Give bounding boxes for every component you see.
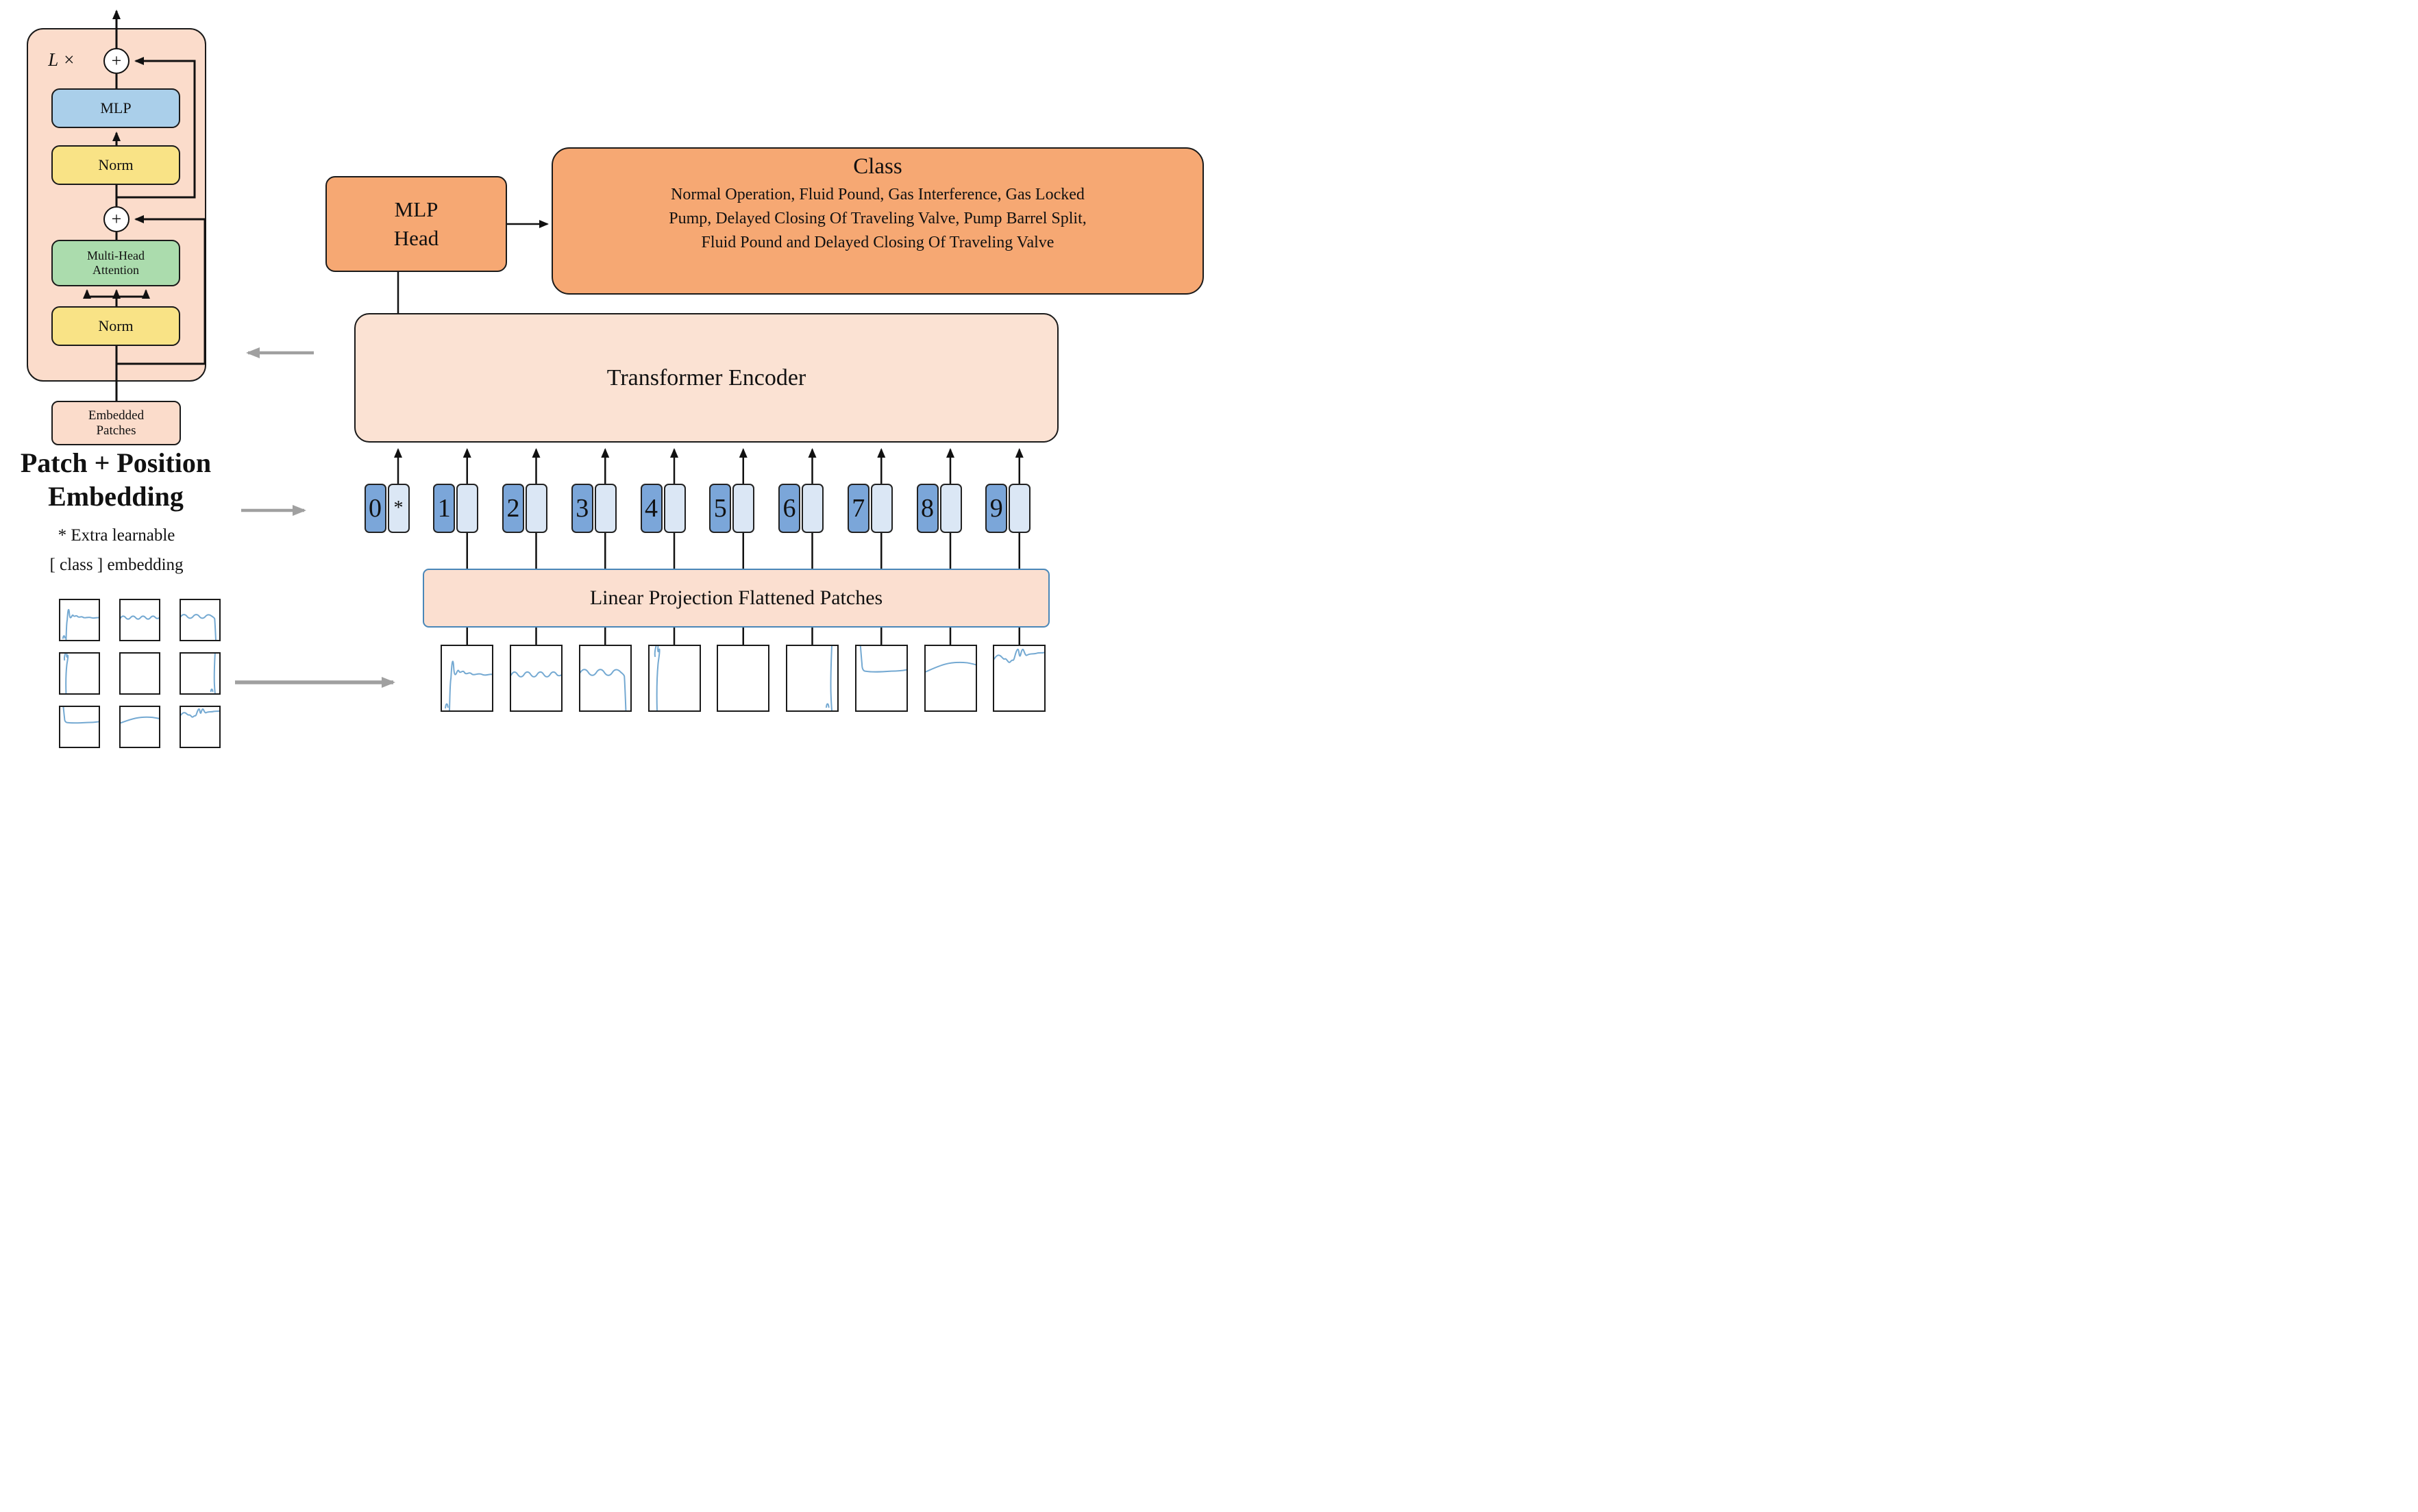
transformer-encoder-box: Transformer Encoder — [354, 313, 1059, 443]
patch-embedding-cell — [802, 484, 824, 533]
patch-image-line-right — [180, 652, 221, 695]
position-embedding-cell: 2 — [502, 484, 524, 533]
patch-image-rise-flat — [924, 645, 977, 712]
token-pair-5: 5 — [709, 484, 755, 533]
patch-position-heading: Patch + Position Embedding — [0, 447, 232, 514]
embedded-patches-line1: Embedded — [88, 408, 145, 423]
patch-image-drop-then-flat — [854, 645, 908, 712]
patch-embedding-cell: * — [387, 484, 410, 533]
token-pair-6: 6 — [778, 484, 824, 533]
token-pair-7: 7 — [847, 484, 893, 533]
patch-embedding-cell — [1009, 484, 1031, 533]
class-body: Normal Operation, Fluid Pound, Gas Inter… — [669, 183, 1087, 256]
norm-block-lower: Norm — [51, 306, 180, 346]
patch-image-drop-left — [59, 652, 100, 695]
position-embedding-cell: 8 — [916, 484, 939, 533]
patch-image-line-right — [786, 645, 839, 712]
class-body-line: Pump, Delayed Closing Of Traveling Valve… — [669, 210, 1087, 228]
heading-line1: Patch + Position — [20, 447, 212, 478]
token-pair-8: 8 — [916, 484, 962, 533]
token-pair-1: 1 — [433, 484, 479, 533]
patch-embedding-cell — [663, 484, 686, 533]
note-line1: * Extra learnable — [58, 526, 175, 545]
patch-embedding-cell — [594, 484, 617, 533]
patch-image-spike-wavy — [441, 645, 494, 712]
patch-image-drop-then-flat — [59, 706, 100, 748]
patch-image-drop-left — [647, 645, 701, 712]
token-pair-0: 0* — [364, 484, 410, 533]
position-embedding-cell: 6 — [778, 484, 800, 533]
position-embedding-cell: 3 — [571, 484, 593, 533]
position-embedding-cell: 5 — [709, 484, 732, 533]
class-body-line: Fluid Pound and Delayed Closing Of Trave… — [701, 234, 1054, 252]
mlp-block: MLP — [51, 88, 180, 128]
patch-image-wiggly-top — [180, 706, 221, 748]
token-pair-2: 2 — [502, 484, 547, 533]
position-embedding-cell: 0 — [364, 484, 386, 533]
position-embedding-cell: 4 — [640, 484, 663, 533]
multi-head-attention-block: Multi-Head Attention — [51, 240, 180, 286]
mlp-head-box: MLP Head — [325, 176, 507, 272]
patch-image-wavy-drop-right — [578, 645, 632, 712]
position-embedding-cell: 9 — [985, 484, 1008, 533]
patch-image-wavy — [119, 599, 160, 641]
position-embedding-cell: 1 — [433, 484, 456, 533]
residual-add-top: + — [103, 48, 129, 74]
token-pair-4: 4 — [640, 484, 686, 533]
token-pair-3: 3 — [571, 484, 617, 533]
class-title: Class — [853, 154, 902, 179]
linear-projection-box: Linear Projection Flattened Patches — [423, 569, 1050, 628]
note-line2: [ class ] embedding — [49, 556, 184, 574]
patch-embedding-cell — [456, 484, 479, 533]
mlp-head-line1: MLP — [394, 197, 439, 222]
patch-image-wiggly-top — [993, 645, 1046, 712]
loop-count-label: L × — [48, 49, 75, 70]
token-pair-9: 9 — [985, 484, 1031, 533]
patch-image-spike-wavy — [59, 599, 100, 641]
norm-block-upper: Norm — [51, 145, 180, 185]
patch-embedding-cell — [870, 484, 893, 533]
patch-image-wavy — [510, 645, 563, 712]
position-embedding-cell: 7 — [847, 484, 869, 533]
patch-embedding-cell — [526, 484, 547, 533]
patch-image-wavy-drop-right — [180, 599, 221, 641]
residual-add-bottom: + — [103, 206, 129, 232]
patch-embedding-cell — [732, 484, 755, 533]
patch-image-empty — [717, 645, 770, 712]
patch-image-rise-flat — [119, 706, 160, 748]
patch-image-empty — [119, 652, 160, 695]
heading-line2: Embedding — [48, 480, 184, 512]
class-output-box: Class Normal Operation, Fluid Pound, Gas… — [552, 147, 1204, 295]
mha-label-line2: Attention — [92, 263, 139, 277]
vit-architecture-diagram: L × + MLP Norm + Multi-Head Attention No… — [0, 0, 1209, 756]
embedded-patches-block: Embedded Patches — [51, 401, 181, 445]
extra-learnable-note: * Extra learnable [ class ] embedding — [14, 521, 219, 580]
patch-embedding-cell — [939, 484, 962, 533]
mha-label-line1: Multi-Head — [87, 249, 145, 263]
class-body-line: Normal Operation, Fluid Pound, Gas Inter… — [671, 185, 1085, 203]
embedded-patches-line2: Patches — [96, 423, 136, 438]
mlp-head-line2: Head — [393, 226, 439, 250]
